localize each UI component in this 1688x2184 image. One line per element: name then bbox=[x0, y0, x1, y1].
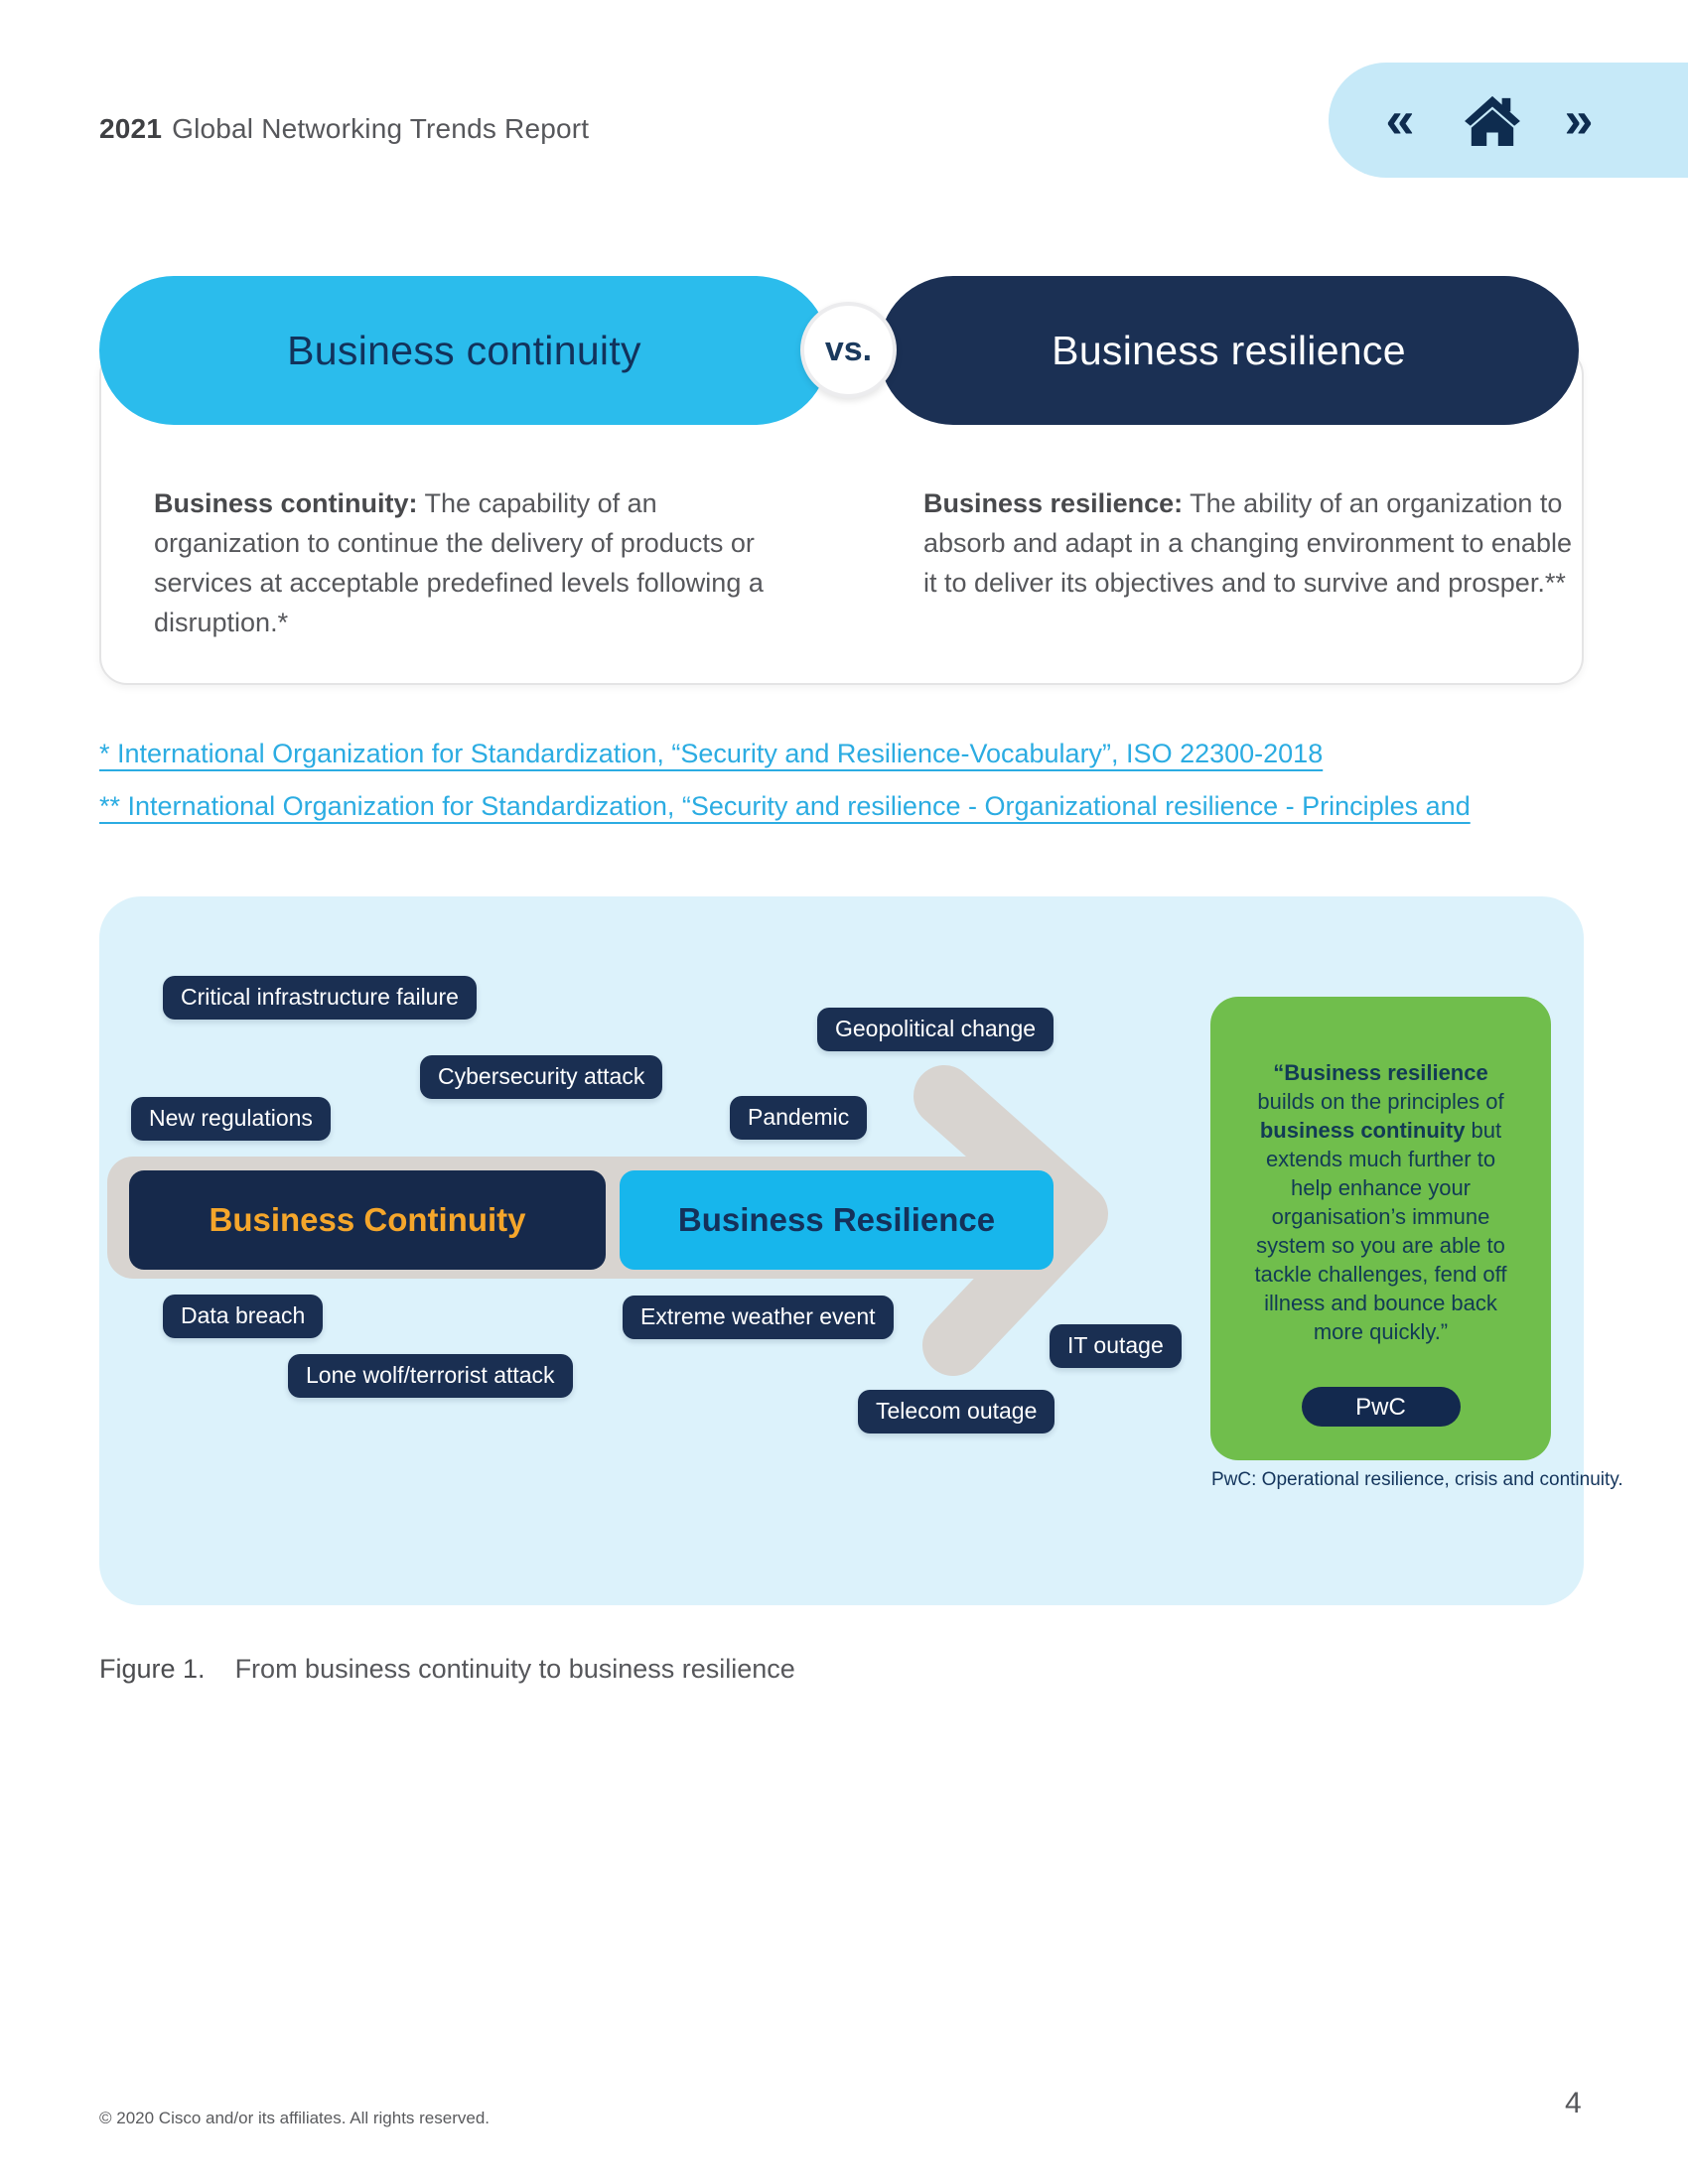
quote-bold-business-continuity: business continuity bbox=[1259, 1118, 1466, 1143]
stage-box-label: Business Resilience bbox=[677, 1201, 996, 1238]
figure-caption-number: Figure 1. bbox=[99, 1654, 206, 1684]
pwc-source-note: PwC: Operational resilience, crisis and … bbox=[1211, 1469, 1623, 1490]
risk-label-geopolitical-change: Geopolitical change bbox=[817, 1008, 1055, 1051]
risk-label-cybersecurity-attack: Cybersecurity attack bbox=[420, 1055, 663, 1099]
footnote-link-iso-22300[interactable]: * International Organization for Standar… bbox=[99, 739, 1324, 768]
page-number: 4 bbox=[1565, 2087, 1582, 2119]
chevrons-right-icon: » bbox=[1564, 91, 1594, 149]
home-icon bbox=[1464, 94, 1521, 146]
quote-bold-business-resilience: “Business resilience bbox=[1273, 1060, 1488, 1085]
definition-body: The capability of an organization to con… bbox=[154, 488, 764, 637]
risk-label-lone-wolf-terrorist-attack: Lone wolf/terrorist attack bbox=[288, 1354, 573, 1398]
business-resilience-stage-box: Business Resilience bbox=[620, 1170, 1054, 1270]
business-continuity-pill-label: Business continuity bbox=[287, 327, 641, 373]
risk-label-telecom-outage: Telecom outage bbox=[858, 1390, 1055, 1433]
pwc-quote-card: “Business resilience builds on the princ… bbox=[1210, 997, 1551, 1460]
business-resilience-pill: Business resilience bbox=[879, 276, 1579, 425]
copyright-notice: © 2020 Cisco and/or its affiliates. All … bbox=[99, 2109, 491, 2127]
risk-label-critical-infrastructure-failure: Critical infrastructure failure bbox=[163, 976, 477, 1020]
page-title: 2021 Global Networking Trends Report bbox=[99, 113, 589, 145]
definition-lead: Business continuity: bbox=[154, 488, 418, 518]
business-resilience-definition: Business resilience: The ability of an o… bbox=[923, 483, 1579, 603]
business-continuity-definition: Business continuity: The capability of a… bbox=[154, 483, 770, 642]
figure-caption-text: From business continuity to business res… bbox=[234, 1654, 795, 1684]
home-button[interactable] bbox=[1456, 63, 1529, 178]
business-continuity-pill: Business continuity bbox=[99, 276, 829, 425]
previous-page-button[interactable]: « bbox=[1370, 63, 1430, 178]
versus-badge: vs. bbox=[800, 302, 897, 398]
page-navigation-bar: « » bbox=[1329, 63, 1688, 178]
pwc-source-label: PwC bbox=[1355, 1393, 1406, 1421]
quote-text: but extends much further to help enhance… bbox=[1254, 1118, 1507, 1344]
business-continuity-stage-box: Business Continuity bbox=[129, 1170, 606, 1270]
pwc-source-badge: PwC bbox=[1301, 1387, 1461, 1427]
report-year: 2021 bbox=[99, 113, 163, 144]
footnote-link-organizational-resilience[interactable]: ** International Organization for Standa… bbox=[99, 791, 1471, 821]
business-resilience-pill-label: Business resilience bbox=[1052, 327, 1406, 373]
risk-label-pandemic: Pandemic bbox=[730, 1096, 868, 1140]
risk-label-data-breach: Data breach bbox=[163, 1295, 324, 1338]
risk-label-new-regulations: New regulations bbox=[131, 1097, 331, 1141]
figure-caption: Figure 1. From business continuity to bus… bbox=[99, 1654, 795, 1685]
risk-label-it-outage: IT outage bbox=[1050, 1324, 1182, 1368]
quote-text: builds on the principles of bbox=[1257, 1089, 1504, 1114]
report-title-text: Global Networking Trends Report bbox=[172, 113, 590, 144]
figure-1-infographic: Business Continuity Business Resilience … bbox=[99, 896, 1623, 1605]
definition-body: The ability of an organization to absorb… bbox=[923, 488, 1572, 598]
stage-box-label: Business Continuity bbox=[209, 1201, 526, 1238]
next-page-button[interactable]: » bbox=[1549, 63, 1609, 178]
risk-label-extreme-weather-event: Extreme weather event bbox=[623, 1296, 894, 1339]
chevrons-left-icon: « bbox=[1385, 91, 1415, 149]
definition-lead: Business resilience: bbox=[923, 488, 1184, 518]
versus-label: vs. bbox=[824, 331, 873, 368]
